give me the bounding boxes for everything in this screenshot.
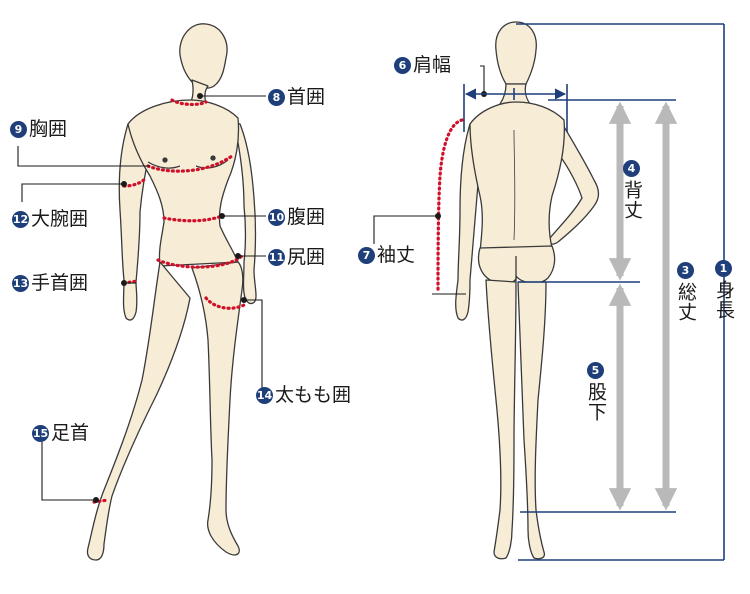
num-badge-1: 1 xyxy=(715,260,732,277)
num-badge-13: 13 xyxy=(12,275,29,292)
hip-dotted xyxy=(156,254,244,269)
label-inseam: 5 股下 xyxy=(585,362,607,422)
num-badge-12: 12 xyxy=(12,211,29,228)
num-badge-5: 5 xyxy=(587,362,604,379)
label-hip: 11 尻囲 xyxy=(268,248,325,267)
front-right-leg xyxy=(191,261,244,556)
label-back-length: 4 背丈 xyxy=(621,160,643,220)
shoulder-width-measure xyxy=(463,84,568,132)
num-badge-6: 6 xyxy=(394,57,411,74)
front-head xyxy=(179,23,228,89)
back-head xyxy=(495,21,537,85)
num-badge-3: 3 xyxy=(677,262,694,279)
label-ankle: 15 足首 xyxy=(32,424,89,443)
label-upper-arm: 12 大腕囲 xyxy=(12,210,88,229)
label-sleeve-text: 袖丈 xyxy=(377,244,416,266)
num-badge-11: 11 xyxy=(268,249,285,266)
label-inseam-text: 股下 xyxy=(585,382,607,422)
label-neck-text: 首囲 xyxy=(287,86,326,108)
waist-dotted xyxy=(162,214,224,223)
label-thigh: 14 太もも囲 xyxy=(256,386,351,405)
back-right-leg xyxy=(517,281,547,560)
label-wrist: 13 手首囲 xyxy=(12,274,88,293)
label-height: 1 身長 xyxy=(713,260,735,320)
thigh-dotted xyxy=(204,296,248,310)
sleeve-dotted xyxy=(436,118,464,294)
label-waist: 10 腹囲 xyxy=(268,208,325,227)
front-left-arm xyxy=(118,123,151,321)
label-chest: 9 胸囲 xyxy=(10,120,67,139)
label-shoulder-width-text: 肩幅 xyxy=(413,54,452,76)
num-badge-8: 8 xyxy=(268,89,285,106)
front-figure xyxy=(86,23,257,561)
label-ankle-text: 足首 xyxy=(51,422,90,444)
front-left-leg xyxy=(86,261,191,561)
label-total-length-text: 総丈 xyxy=(675,282,697,322)
label-wrist-text: 手首囲 xyxy=(31,272,89,294)
back-torso xyxy=(469,101,566,253)
label-hip-text: 尻囲 xyxy=(287,246,326,268)
chest-dotted xyxy=(146,154,234,173)
label-total-length: 3 総丈 xyxy=(675,262,697,322)
leader-lines xyxy=(17,65,485,501)
num-badge-14: 14 xyxy=(256,387,273,404)
label-thigh-text: 太もも囲 xyxy=(275,384,352,406)
front-torso xyxy=(127,99,240,267)
front-right-arm xyxy=(233,121,257,305)
label-height-text: 身長 xyxy=(713,280,735,320)
gray-arrows xyxy=(608,101,678,511)
label-neck: 8 首囲 xyxy=(268,88,325,107)
label-upper-arm-text: 大腕囲 xyxy=(31,208,89,230)
label-shoulder-width: 6 肩幅 xyxy=(394,56,451,75)
label-sleeve: 7 袖丈 xyxy=(358,246,415,265)
back-figure xyxy=(455,21,600,560)
num-badge-9: 9 xyxy=(10,121,27,138)
back-left-leg xyxy=(485,279,517,560)
num-badge-7: 7 xyxy=(358,247,375,264)
num-badge-15: 15 xyxy=(32,425,49,442)
height-bracket xyxy=(516,23,725,561)
num-badge-4: 4 xyxy=(623,160,640,177)
label-waist-text: 腹囲 xyxy=(287,206,326,228)
label-chest-text: 胸囲 xyxy=(29,118,68,140)
num-badge-10: 10 xyxy=(268,209,285,226)
neck-dotted xyxy=(170,98,208,107)
label-back-length-text: 背丈 xyxy=(621,180,643,220)
